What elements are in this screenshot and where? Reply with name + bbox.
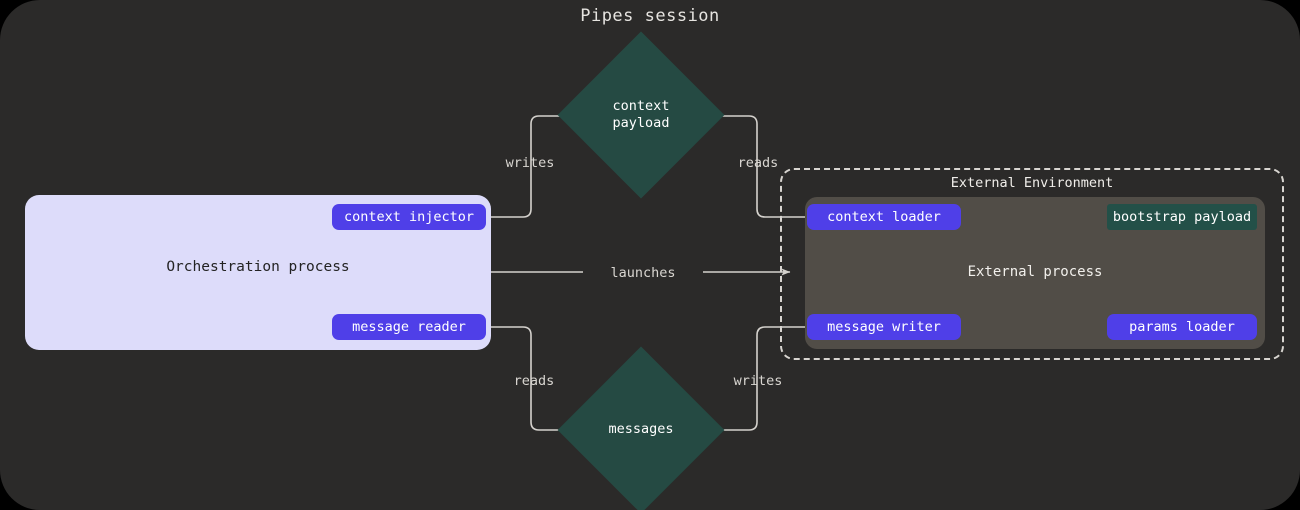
port-params-loader[interactable]: params loader — [1107, 314, 1257, 340]
asset-messages-line1: messages — [608, 421, 674, 437]
port-message-reader[interactable]: message reader — [332, 314, 486, 340]
page-title: Pipes session — [580, 6, 720, 26]
edge-label-writes-context: writes — [505, 155, 555, 171]
edge-label-writes-messages: writes — [733, 373, 783, 389]
external-environment-box[interactable] — [780, 168, 1284, 360]
orchestration-process-label: Orchestration process — [166, 259, 350, 275]
port-context-injector[interactable]: context injector — [332, 204, 486, 230]
external-process-label: External process — [967, 264, 1103, 280]
edge-label-reads-context: reads — [737, 155, 779, 171]
port-context-loader[interactable]: context loader — [807, 204, 961, 230]
edge-label-reads-messages: reads — [513, 373, 555, 389]
external-environment-label: External Environment — [950, 175, 1114, 191]
asset-messages-label: messages — [571, 421, 711, 438]
asset-bootstrap-payload[interactable]: bootstrap payload — [1107, 204, 1257, 230]
asset-context-payload-label: context payload — [571, 98, 711, 132]
edge-label-launches: launches — [583, 265, 703, 281]
port-message-writer[interactable]: message writer — [807, 314, 961, 340]
asset-context-payload-line2: payload — [612, 115, 670, 131]
asset-context-payload-line1: context — [612, 98, 670, 114]
